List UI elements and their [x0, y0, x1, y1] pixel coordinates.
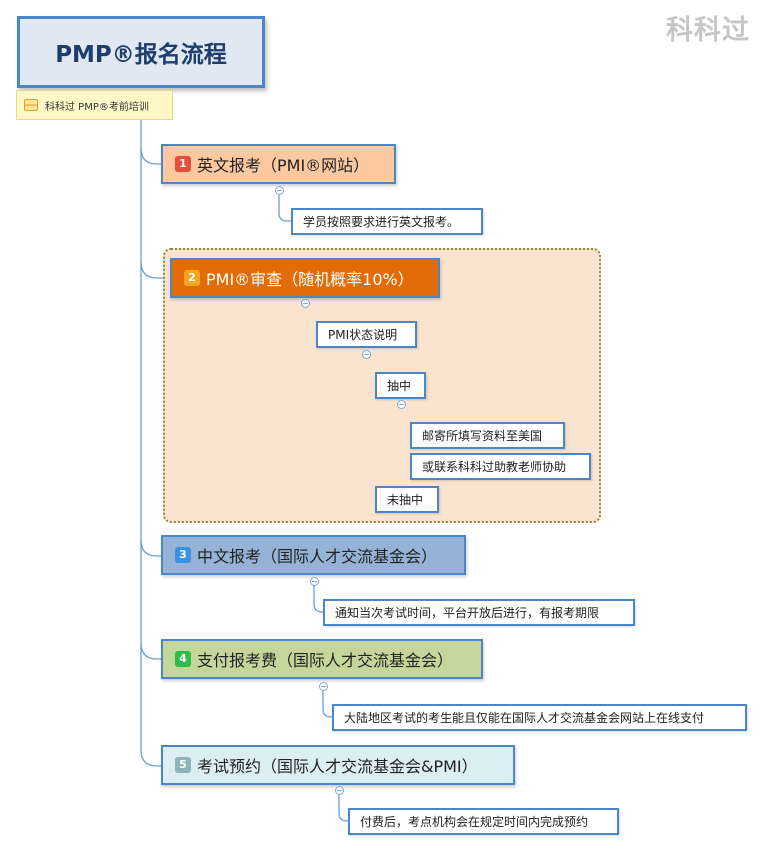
selected-item-mail[interactable]: 邮寄所填写资料至美国 [410, 422, 565, 449]
note-label: 科科过 PMP®考前培训 [16, 90, 173, 120]
topic-label: 考试预约（国际人才交流基金会&PMI） [197, 757, 478, 776]
node-text: PMI状态说明 [328, 328, 398, 342]
step-number-badge: 5 [175, 757, 191, 773]
topic-step-5[interactable]: 5 考试预约（国际人才交流基金会&PMI） [161, 745, 515, 785]
collapse-toggle-icon[interactable]: − [310, 577, 319, 586]
collapse-toggle-icon[interactable]: − [319, 682, 328, 691]
topic-label: 中文报考（国际人才交流基金会） [197, 547, 438, 566]
collapse-toggle-icon[interactable]: − [275, 186, 284, 195]
root-title: PMP®报名流程 [55, 42, 227, 68]
step-number-badge: 1 [175, 156, 191, 172]
detail-text: 大陆地区考试的考生能且仅能在国际人才交流基金会网站上在线支付 [344, 711, 705, 725]
collapse-toggle-icon[interactable]: − [362, 350, 371, 359]
detail-step-3[interactable]: 通知当次考试时间，平台开放后进行，有报考期限 [323, 599, 635, 626]
detail-text: 付费后，考点机构会在规定时间内完成预约 [360, 815, 589, 829]
not-selected-node[interactable]: 未抽中 [375, 486, 439, 513]
topic-label: PMI®审查（随机概率10%） [206, 270, 414, 289]
selected-item-assist[interactable]: 或联系科科过助教老师协助 [410, 453, 591, 480]
watermark-logo: 科科过 [666, 15, 750, 46]
topic-step-4[interactable]: 4 支付报考费（国际人才交流基金会） [161, 639, 483, 679]
detail-text: 通知当次考试时间，平台开放后进行，有报考期限 [335, 606, 600, 620]
topic-label: 英文报考（PMI®网站） [197, 156, 370, 175]
step-number-badge: 3 [175, 547, 191, 563]
detail-step-4[interactable]: 大陆地区考试的考生能且仅能在国际人才交流基金会网站上在线支付 [332, 704, 747, 731]
topic-step-2[interactable]: 2 PMI®审查（随机概率10%） [170, 258, 440, 298]
detail-text: 学员按照要求进行英文报考。 [303, 215, 460, 229]
collapse-toggle-icon[interactable]: − [335, 786, 344, 795]
node-text: 未抽中 [387, 493, 424, 507]
node-text: 抽中 [387, 379, 412, 393]
note-text: 科科过 PMP®考前培训 [45, 101, 149, 113]
topic-step-1[interactable]: 1 英文报考（PMI®网站） [161, 144, 396, 184]
node-text: 邮寄所填写资料至美国 [422, 429, 543, 443]
pmi-status-node[interactable]: PMI状态说明 [316, 321, 417, 348]
note-icon [24, 99, 38, 111]
collapse-toggle-icon[interactable]: − [301, 299, 310, 308]
detail-step-5[interactable]: 付费后，考点机构会在规定时间内完成预约 [348, 808, 619, 835]
step-number-badge: 2 [184, 270, 200, 286]
selected-node[interactable]: 抽中 [375, 372, 426, 399]
collapse-toggle-icon[interactable]: − [397, 400, 406, 409]
step-number-badge: 4 [175, 651, 191, 667]
topic-label: 支付报考费（国际人才交流基金会） [197, 651, 454, 670]
topic-step-3[interactable]: 3 中文报考（国际人才交流基金会） [161, 535, 466, 575]
node-text: 或联系科科过助教老师协助 [422, 460, 567, 474]
detail-step-1[interactable]: 学员按照要求进行英文报考。 [291, 208, 483, 235]
root-topic[interactable]: PMP®报名流程 [17, 16, 265, 88]
